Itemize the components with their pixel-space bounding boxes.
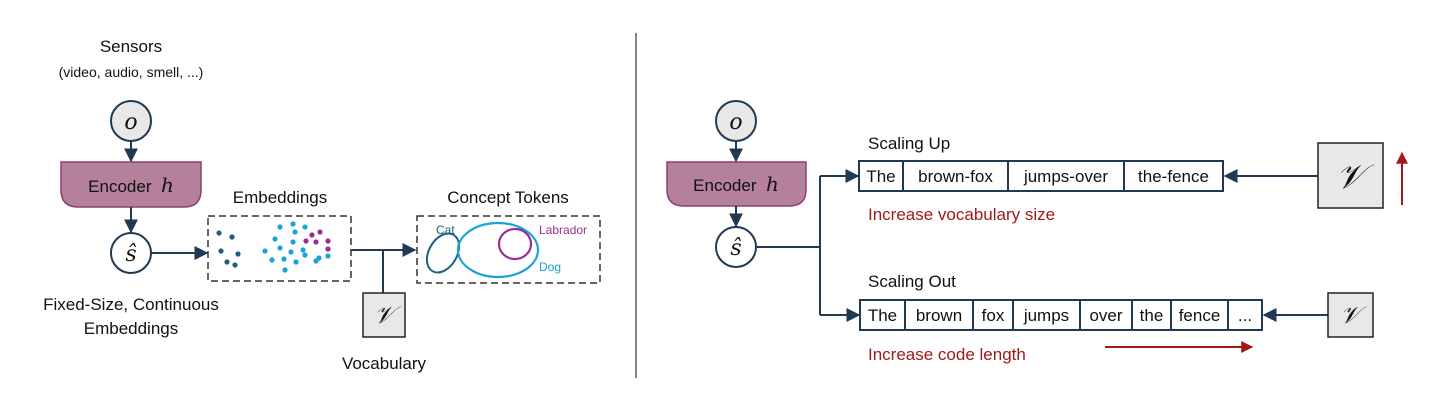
embedding-point-dog xyxy=(277,245,283,251)
embedding-point-cat xyxy=(229,234,235,240)
scaling-out-token-text: brown xyxy=(916,306,962,325)
state-symbol: ŝ xyxy=(125,242,136,267)
embedding-point-dog xyxy=(290,221,296,227)
scaling-out-token-text: jumps xyxy=(1023,306,1069,325)
scaling-out-token-cell xyxy=(972,299,1014,331)
encoder-block-right: Encoder h xyxy=(666,161,807,207)
scaling-up-token-cell xyxy=(858,160,904,192)
dog-label: Dog xyxy=(539,260,561,274)
embedding-point-lab xyxy=(325,246,331,252)
embedding-point-dog xyxy=(293,259,299,265)
state-node: ŝ xyxy=(110,232,152,274)
embedding-point-lab xyxy=(313,239,319,245)
scaling-out-token-text: ... xyxy=(1238,306,1252,325)
left-panel: Sensors (video, audio, smell, ...) o Enc… xyxy=(43,37,601,373)
observation-symbol-right: o xyxy=(729,110,742,135)
scaling-up-token-text: jumps-over xyxy=(1023,167,1108,186)
embedding-point-dog xyxy=(282,267,288,273)
scaling-out-caption: Increase code length xyxy=(868,345,1026,364)
scaling-up-token-text: The xyxy=(866,167,895,186)
dog-region xyxy=(456,221,540,279)
state-caption-line2: Embeddings xyxy=(84,319,179,338)
scaling-up-token-row: The brown-fox jumps-over the-fence xyxy=(858,160,1224,192)
embedding-point-dog xyxy=(262,248,268,254)
embedding-points xyxy=(216,221,331,273)
embedding-point-dog xyxy=(302,224,308,230)
embedding-point-cat xyxy=(224,259,230,265)
embedding-point-cat xyxy=(232,262,238,268)
embedding-point-dog xyxy=(277,224,283,230)
embedding-point-dog xyxy=(290,239,296,245)
encoder-label-right: Encoder xyxy=(693,176,757,195)
embedding-point-lab xyxy=(317,229,323,235)
embedding-point-cat xyxy=(235,251,241,257)
sensors-subtitle: (video, audio, smell, ...) xyxy=(59,64,204,80)
observation-node: o xyxy=(110,100,152,142)
state-caption-line1: Fixed-Size, Continuous xyxy=(43,295,219,314)
svg-text:Encoder h: Encoder h xyxy=(693,172,779,196)
embeddings-box xyxy=(207,215,352,282)
scaling-up-token-text: brown-fox xyxy=(918,167,993,186)
observation-symbol: o xyxy=(124,110,137,135)
embedding-point-dog xyxy=(269,257,275,263)
embedding-point-dog xyxy=(316,255,322,261)
embedding-point-dog xyxy=(272,236,278,242)
svg-text:Encoder h: Encoder h xyxy=(88,173,174,197)
scaling-out-token-cell xyxy=(1227,299,1263,331)
scaling-out-token-cell xyxy=(904,299,974,331)
vocabulary-box-large: 𝒱 xyxy=(1317,142,1384,209)
sensors-title: Sensors xyxy=(100,37,162,56)
scaling-out-token-text: fox xyxy=(982,306,1005,325)
embedding-point-dog xyxy=(292,229,298,235)
scaling-up-token-cell xyxy=(1007,160,1125,192)
embedding-point-lab xyxy=(303,238,309,244)
labrador-region xyxy=(497,227,533,261)
encoder-label: Encoder xyxy=(88,177,152,196)
scaling-up-token-cell xyxy=(1123,160,1224,192)
scaling-up-token-text: the-fence xyxy=(1138,167,1209,186)
encoder-symbol: h xyxy=(161,173,174,197)
right-panel: o Encoder h ŝ Scaling Up The brown-fox jum… xyxy=(666,100,1408,364)
concept-tokens-title: Concept Tokens xyxy=(447,188,569,207)
embedding-point-dog xyxy=(302,252,308,258)
cat-region xyxy=(425,232,461,274)
scaling-out-token-text: over xyxy=(1089,306,1122,325)
vocabulary-box-small: 𝒱 xyxy=(1327,292,1374,338)
state-symbol-right: ŝ xyxy=(730,236,741,261)
embedding-point-dog xyxy=(325,253,331,259)
embedding-point-lab xyxy=(309,232,315,238)
encoder-block: Encoder h xyxy=(60,161,202,208)
embedding-point-lab xyxy=(325,238,331,244)
observation-node-right: o xyxy=(715,100,757,142)
encoder-symbol-right: h xyxy=(766,172,779,196)
labrador-label: Labrador xyxy=(539,223,587,237)
embedding-point-dog xyxy=(288,249,294,255)
state-node-right: ŝ xyxy=(715,226,757,268)
concept-tokens-box xyxy=(416,215,601,284)
scaling-out-token-text: The xyxy=(868,306,897,325)
embedding-point-cat xyxy=(218,248,224,254)
scaling-out-token-text: the xyxy=(1140,306,1164,325)
scaling-up-token-cell xyxy=(902,160,1009,192)
embedding-point-cat xyxy=(216,230,222,236)
embedding-point-dog xyxy=(300,247,306,253)
vocabulary-box: 𝒱 xyxy=(362,292,406,338)
embedding-point-dog xyxy=(281,256,287,262)
scaling-out-token-cell xyxy=(859,299,906,331)
cat-label: Cat xyxy=(436,223,455,237)
scaling-out-title: Scaling Out xyxy=(868,272,956,291)
scaling-out-token-text: fence xyxy=(1179,306,1221,325)
embeddings-title: Embeddings xyxy=(233,188,328,207)
vocabulary-label: Vocabulary xyxy=(342,354,427,373)
scaling-up-title: Scaling Up xyxy=(868,134,950,153)
scaling-out-token-cell xyxy=(1131,299,1172,331)
scaling-up-caption: Increase vocabulary size xyxy=(868,205,1055,224)
